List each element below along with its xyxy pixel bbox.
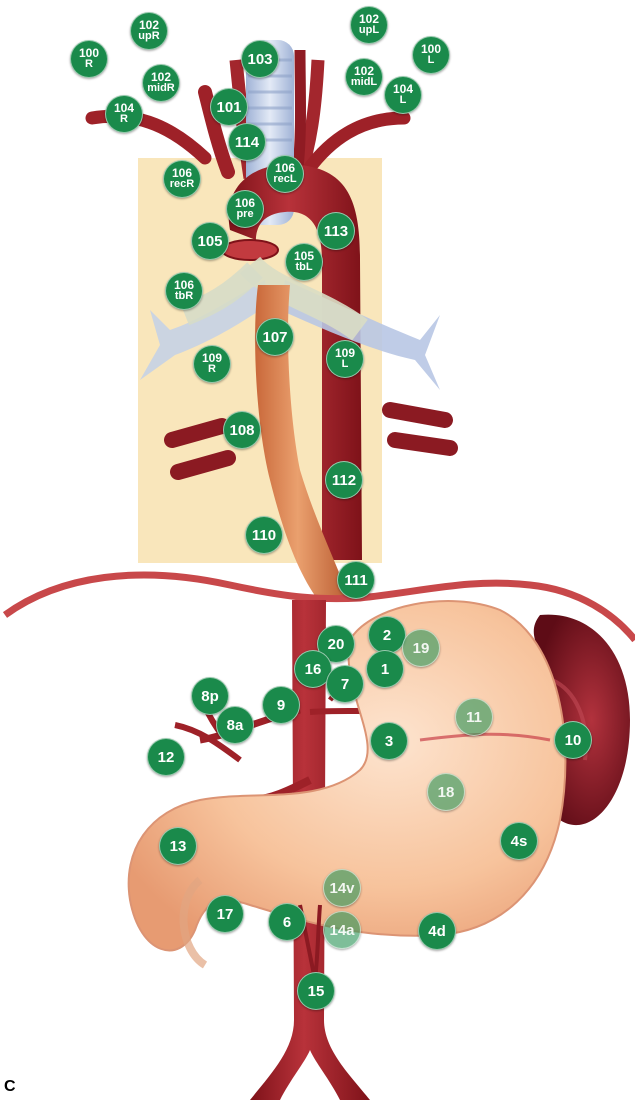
lymph-node-18: 18 — [427, 773, 465, 811]
lymph-node-10: 10 — [554, 721, 592, 759]
lymph-node-number: 19 — [413, 643, 430, 654]
lymph-node-number: 110 — [252, 530, 276, 541]
lymph-node-number: 105 — [197, 236, 222, 247]
lymph-node-103: 103 — [241, 40, 279, 78]
lymph-node-number: 4s — [511, 836, 528, 847]
lymph-node-number: 114 — [235, 137, 259, 148]
lymph-node-14v: 14v — [323, 869, 361, 907]
lymph-node-number: 2 — [383, 630, 391, 641]
lymph-node-12: 12 — [147, 738, 185, 776]
lymph-node-106pre: 106pre — [226, 190, 264, 228]
lymph-node-114: 114 — [228, 123, 266, 161]
lymph-node-number: 12 — [158, 752, 175, 763]
lymph-node-7: 7 — [326, 665, 364, 703]
lymph-node-suffix: R — [120, 114, 128, 125]
lymph-node-number: 7 — [341, 679, 349, 690]
lymph-node-number: 108 — [229, 425, 254, 436]
lymph-node-107: 107 — [256, 318, 294, 356]
lymph-node-number: 11 — [466, 712, 482, 723]
lymph-node-105: 105 — [191, 222, 229, 260]
lymph-node-number: 6 — [283, 917, 291, 928]
lymph-node-11: 11 — [455, 698, 493, 736]
lymph-node-suffix: L — [428, 55, 435, 66]
lymph-node-number: 13 — [170, 841, 187, 852]
lymph-node-suffix: upR — [138, 31, 159, 42]
lymph-node-number: 16 — [305, 664, 322, 675]
lymph-node-suffix: R — [85, 59, 93, 70]
lymph-node-14a: 14a — [323, 911, 361, 949]
lymph-node-19: 19 — [402, 629, 440, 667]
lymph-node-suffix: tbR — [175, 291, 193, 302]
lymph-node-4d: 4d — [418, 912, 456, 950]
lymph-node-number: 113 — [324, 226, 348, 237]
lymph-node-number: 15 — [308, 986, 325, 997]
lymph-node-suffix: upL — [359, 25, 379, 36]
lymph-node-113: 113 — [317, 212, 355, 250]
lymph-node-number: 17 — [217, 909, 234, 920]
lymph-node-102upR: 102upR — [130, 12, 168, 50]
lymph-node-8a: 8a — [216, 706, 254, 744]
lymph-node-number: 18 — [438, 787, 455, 798]
lymph-node-101: 101 — [210, 88, 248, 126]
lymph-node-number: 10 — [565, 735, 582, 746]
lymph-node-number: 20 — [328, 639, 345, 650]
lymph-node-suffix: recR — [170, 179, 194, 190]
lymph-node-13: 13 — [159, 827, 197, 865]
lymph-node-108: 108 — [223, 411, 261, 449]
lymph-node-17: 17 — [206, 895, 244, 933]
lymph-node-number: 3 — [385, 736, 393, 747]
lymph-node-112: 112 — [325, 461, 363, 499]
lymph-node-number: 4d — [428, 926, 446, 937]
lymph-node-number: 101 — [216, 102, 241, 113]
lymph-node-2: 2 — [368, 616, 406, 654]
lymph-node-111: 111 — [337, 561, 375, 599]
lymph-node-suffix: R — [208, 364, 216, 375]
lymph-node-number: 103 — [247, 54, 272, 65]
lymph-node-number: 14a — [329, 925, 354, 936]
lymph-node-suffix: pre — [236, 209, 253, 220]
lymph-node-number: 112 — [332, 475, 356, 486]
lymph-node-4s: 4s — [500, 822, 538, 860]
lymph-node-suffix: tbL — [295, 262, 312, 273]
lymph-node-suffix: recL — [273, 174, 296, 185]
lymph-node-110: 110 — [245, 516, 283, 554]
lymph-node-9: 9 — [262, 686, 300, 724]
lymph-node-number: 8p — [201, 691, 219, 702]
lymph-node-suffix: midR — [147, 83, 175, 94]
lymph-node-suffix: L — [400, 95, 407, 106]
lymph-node-suffix: midL — [351, 77, 377, 88]
lymph-node-15: 15 — [297, 972, 335, 1010]
lymph-node-number: 107 — [262, 332, 287, 343]
lymph-node-number: 1 — [381, 664, 389, 675]
lymph-node-number: 111 — [344, 575, 367, 586]
lymph-node-number: 8a — [227, 720, 244, 731]
lymph-node-number: 9 — [277, 700, 285, 711]
lymph-node-1: 1 — [366, 650, 404, 688]
lymph-node-number: 14v — [329, 883, 354, 894]
lymph-node-3: 3 — [370, 722, 408, 760]
lymph-node-6: 6 — [268, 903, 306, 941]
figure-label: C — [4, 1078, 16, 1096]
lymph-node-suffix: L — [342, 359, 349, 370]
